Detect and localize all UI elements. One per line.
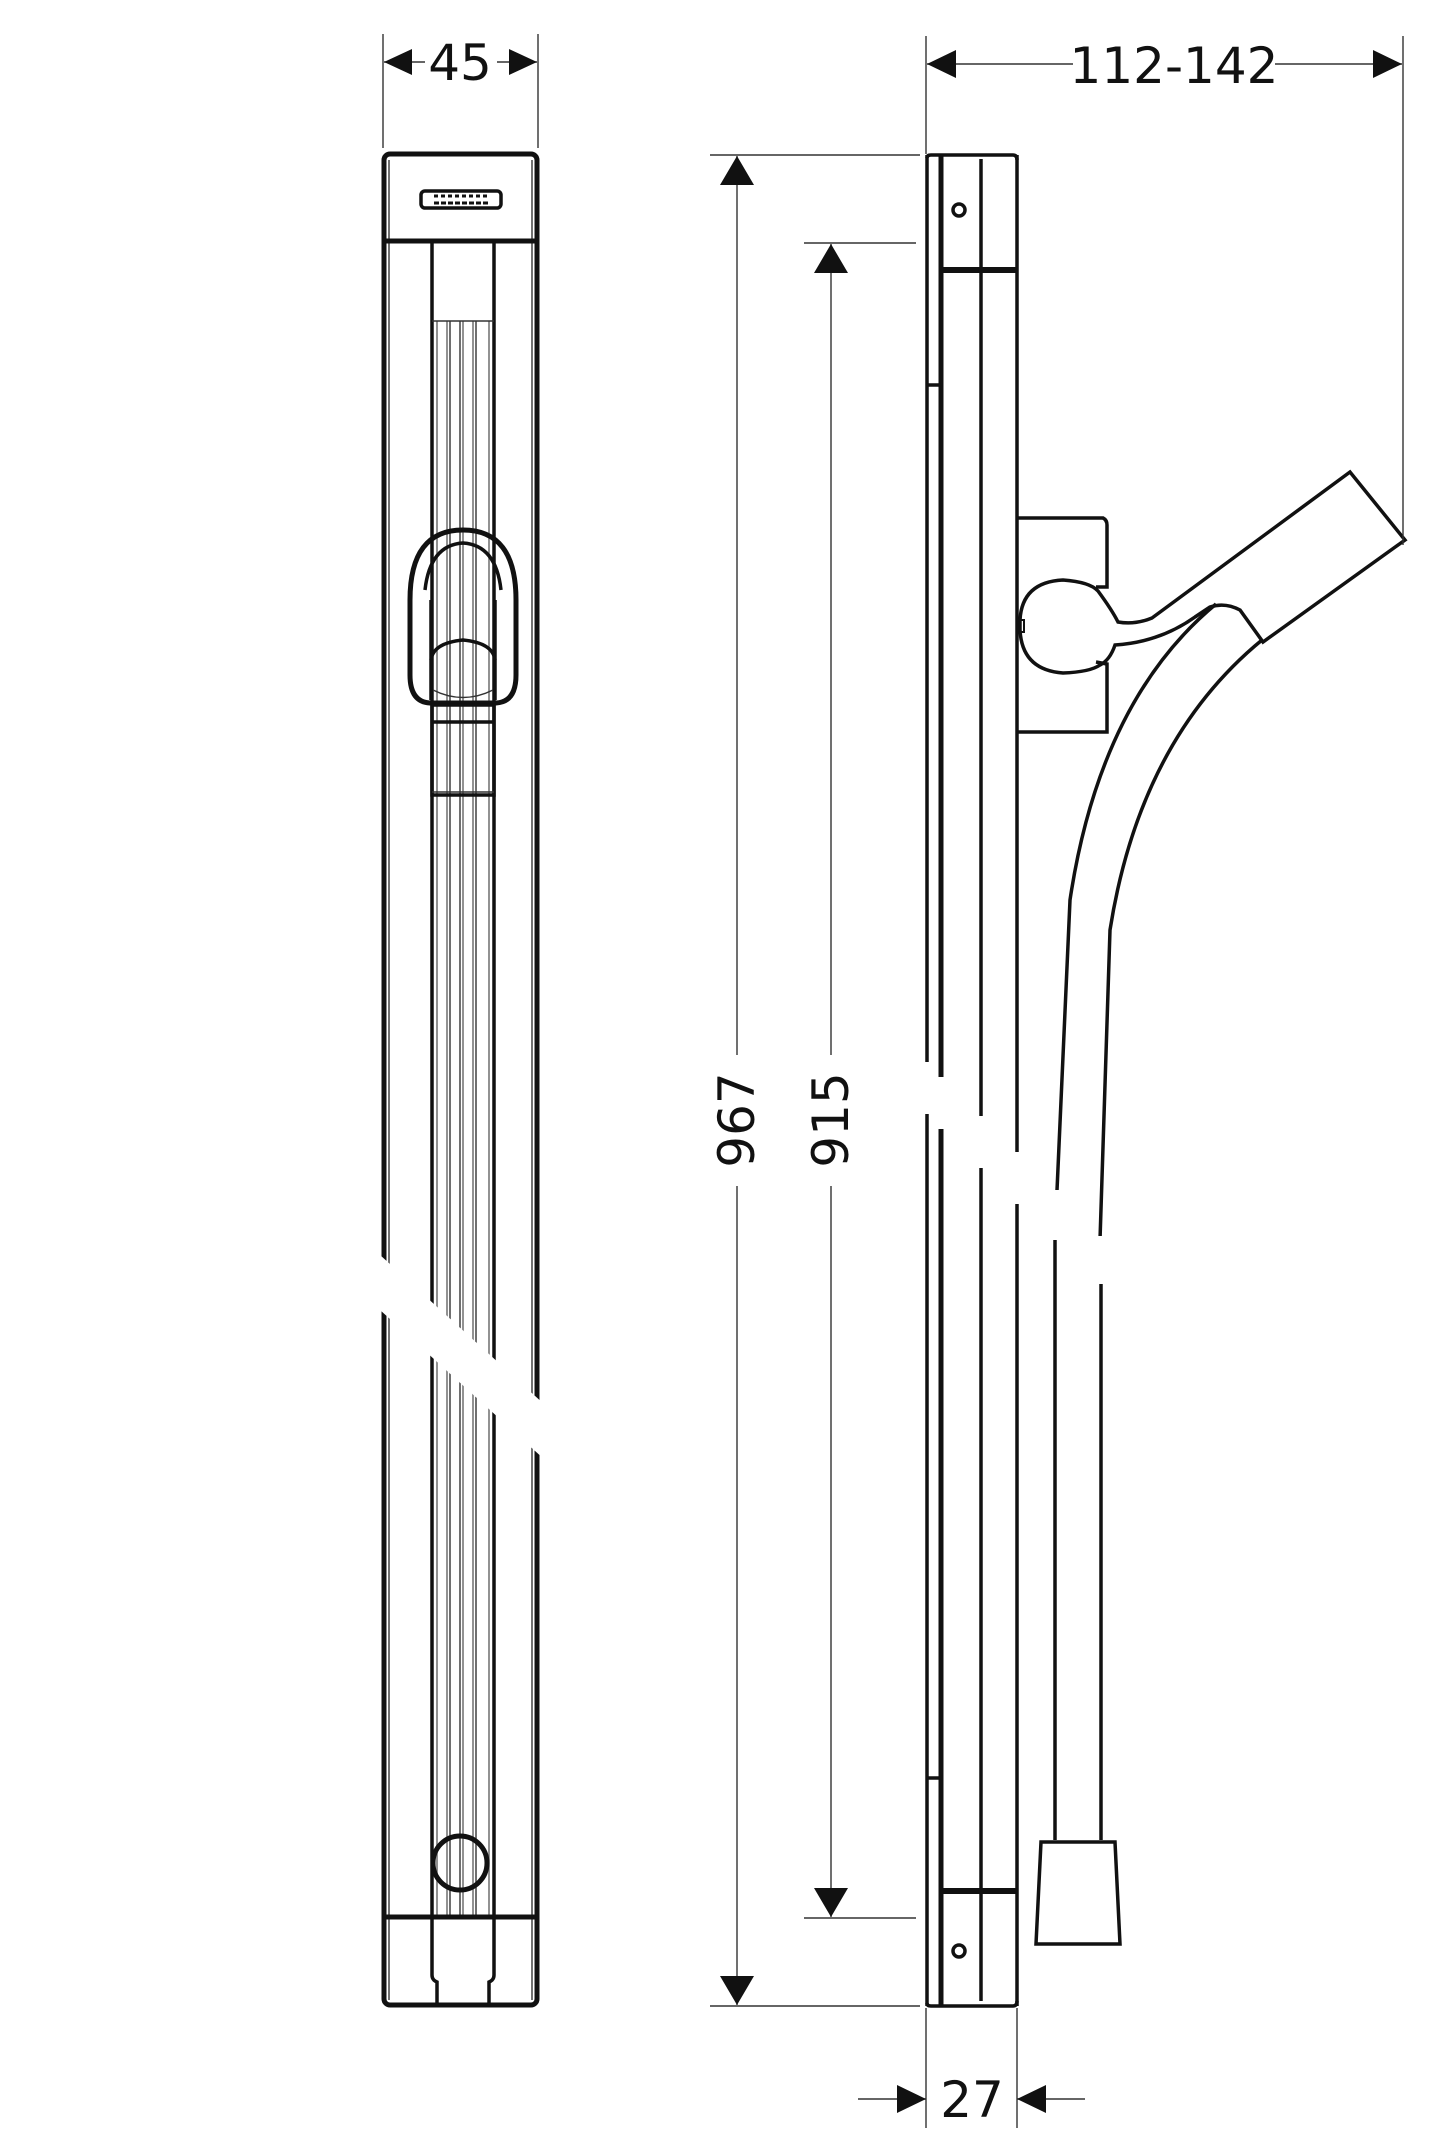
- dim-label-27: 27: [940, 2071, 1004, 2129]
- dim-fixing-distance: 915: [802, 242, 916, 1919]
- hose-cone: [1034, 1840, 1122, 1946]
- arrow-up-icon: [720, 156, 754, 185]
- arrow-down-icon: [814, 1888, 848, 1917]
- brand-plate: [419, 189, 503, 210]
- arrow-left-icon: [384, 49, 412, 75]
- screw-hole-bottom: [951, 1943, 967, 1959]
- dim-rail-depth: 27: [858, 2008, 1085, 2129]
- arrow-right-icon: [897, 2085, 926, 2113]
- bottom-ball-stop: [430, 1833, 490, 1893]
- rail-outline: [381, 151, 540, 2008]
- dim-projection: 112-142: [925, 36, 1404, 545]
- shower-hose: [1034, 602, 1264, 1946]
- dim-overall-height: 967: [708, 154, 920, 2007]
- front-view: [380, 151, 545, 2008]
- arrow-down-icon: [720, 1976, 754, 2005]
- arrow-right-icon: [1373, 50, 1402, 78]
- break-gap: [380, 1255, 545, 1460]
- arrow-left-icon: [927, 50, 956, 78]
- dim-label-915: 915: [802, 1072, 860, 1167]
- screw-hole-top: [951, 202, 967, 218]
- arrow-up-icon: [814, 244, 848, 273]
- dim-label-967: 967: [708, 1072, 766, 1167]
- side-view: [920, 153, 1408, 2008]
- dim-front-width: 45: [382, 34, 539, 148]
- arrow-right-icon: [509, 49, 537, 75]
- dim-label-112-142: 112-142: [1070, 37, 1279, 95]
- arrow-left-icon: [1017, 2085, 1046, 2113]
- shower-holder: [407, 527, 519, 797]
- dim-label-45: 45: [428, 34, 492, 92]
- side-holder: [1017, 469, 1408, 734]
